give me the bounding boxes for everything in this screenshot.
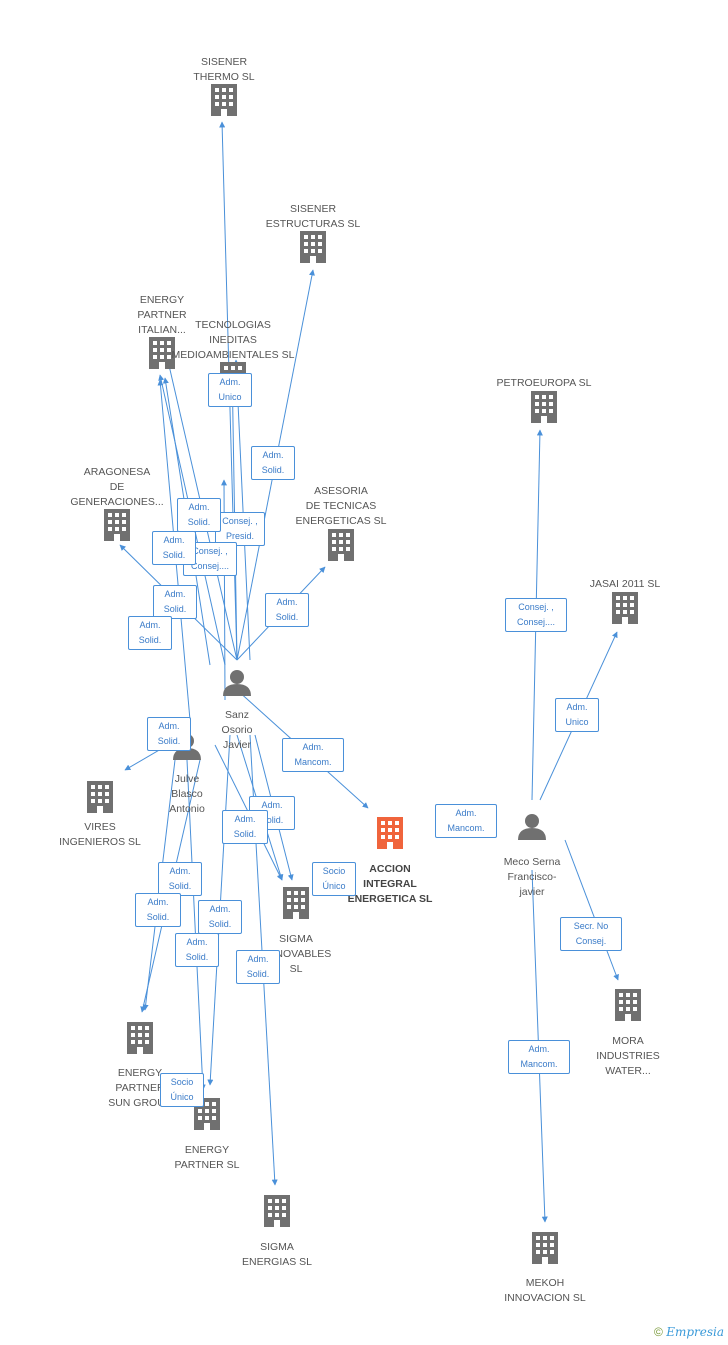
company-label-mekoh[interactable]: MEKOH INNOVACION SL <box>504 1277 586 1304</box>
brand-logo[interactable]: Empresia <box>666 1325 724 1339</box>
building-icon[interactable] <box>211 84 237 116</box>
company-label-asesoria[interactable]: ASESORIA DE TECNICAS ENERGETICAS SL <box>295 485 387 527</box>
building-icon[interactable] <box>531 391 557 423</box>
edge-line <box>564 839 619 981</box>
company-label-sigma-energias[interactable]: SIGMA ENERGIAS SL <box>241 1241 313 1268</box>
edge-line <box>229 362 238 661</box>
building-icon[interactable] <box>612 592 638 624</box>
building-icon[interactable] <box>300 231 326 263</box>
relation-label[interactable]: Adm. Solid. <box>265 593 309 627</box>
company-label-sisener-thermo[interactable]: SISENER THERMO SL <box>193 56 255 83</box>
relation-label[interactable]: Adm. Solid. <box>236 950 280 984</box>
relation-label[interactable]: Adm. Solid. <box>158 862 202 896</box>
footer: © Empresia <box>654 1325 724 1339</box>
relation-label[interactable]: Adm. Solid. <box>175 933 219 967</box>
person-label-sanz[interactable]: Sanz Osorio Javier <box>221 709 253 751</box>
company-label-petroeuropa[interactable]: PETROEUROPA SL <box>496 377 592 389</box>
relation-label[interactable]: Adm. Solid. <box>198 900 242 934</box>
company-label-mora[interactable]: MORA INDUSTRIES WATER... <box>596 1035 660 1077</box>
company-label-sisener-estructuras[interactable]: SISENER ESTRUCTURAS SL <box>265 203 361 230</box>
relation-label[interactable]: Adm. Solid. <box>251 446 295 480</box>
company-label-energy-partner-italian[interactable]: ENERGY PARTNER ITALIAN... <box>137 294 187 336</box>
company-label-energy-partner[interactable]: ENERGY PARTNER SL <box>174 1144 240 1171</box>
relation-label[interactable]: Adm. Solid. <box>128 616 172 650</box>
building-icon[interactable] <box>615 989 641 1021</box>
relation-label[interactable]: Adm. Solid. <box>222 810 268 844</box>
person-label-julve[interactable]: Julve Blasco Antonio <box>169 773 205 815</box>
relation-label[interactable]: Adm. Solid. <box>147 717 191 751</box>
edge-line <box>186 759 206 1091</box>
person-icon[interactable] <box>518 814 546 840</box>
relation-label[interactable]: Secr. No Consej. <box>560 917 622 951</box>
relation-label[interactable]: Socio Único <box>160 1073 204 1107</box>
relation-label[interactable]: Adm. Unico <box>208 373 252 407</box>
company-label-tecnologias-ineditas[interactable]: TECNOLOGIAS INEDITAS MEDIOAMBIENTALES SL <box>171 319 295 361</box>
relation-label[interactable]: Adm. Mancom. <box>282 738 344 772</box>
company-label-vires[interactable]: VIRES INGENIEROS SL <box>59 821 141 848</box>
person-label-meco[interactable]: Meco Serna Francisco- javier <box>503 856 561 898</box>
building-icon[interactable] <box>328 529 354 561</box>
building-icon[interactable] <box>87 781 113 813</box>
building-icon[interactable] <box>127 1022 153 1054</box>
edge-line <box>233 359 251 661</box>
relation-label[interactable]: Consej. , Presid. <box>215 512 265 546</box>
company-label-jasai[interactable]: JASAI 2011 SL <box>589 578 661 590</box>
relation-label[interactable]: Adm. Solid. <box>135 893 181 927</box>
relation-label[interactable]: Consej. , Consej.... <box>505 598 567 632</box>
relation-label[interactable]: Adm. Mancom. <box>435 804 497 838</box>
relation-label[interactable]: Adm. Unico <box>555 698 599 732</box>
company-label-accion[interactable]: ACCION INTEGRAL ENERGETICA SL <box>347 863 433 905</box>
building-icon[interactable] <box>104 509 130 541</box>
building-icon[interactable] <box>283 887 309 919</box>
copyright-icon: © <box>654 1325 663 1339</box>
person-icon[interactable] <box>223 670 251 696</box>
relation-label[interactable]: Socio Único <box>312 862 356 896</box>
building-icon[interactable] <box>377 817 403 849</box>
relation-label[interactable]: Adm. Solid. <box>177 498 221 532</box>
relation-label[interactable]: Adm. Solid. <box>152 531 196 565</box>
relation-label[interactable]: Adm. Solid. <box>153 585 197 619</box>
building-icon[interactable] <box>532 1232 558 1264</box>
building-icon[interactable] <box>264 1195 290 1227</box>
company-label-aragonesa[interactable]: ARAGONESA DE GENERACIONES... <box>70 466 164 508</box>
relation-label[interactable]: Adm. Mancom. <box>508 1040 570 1074</box>
